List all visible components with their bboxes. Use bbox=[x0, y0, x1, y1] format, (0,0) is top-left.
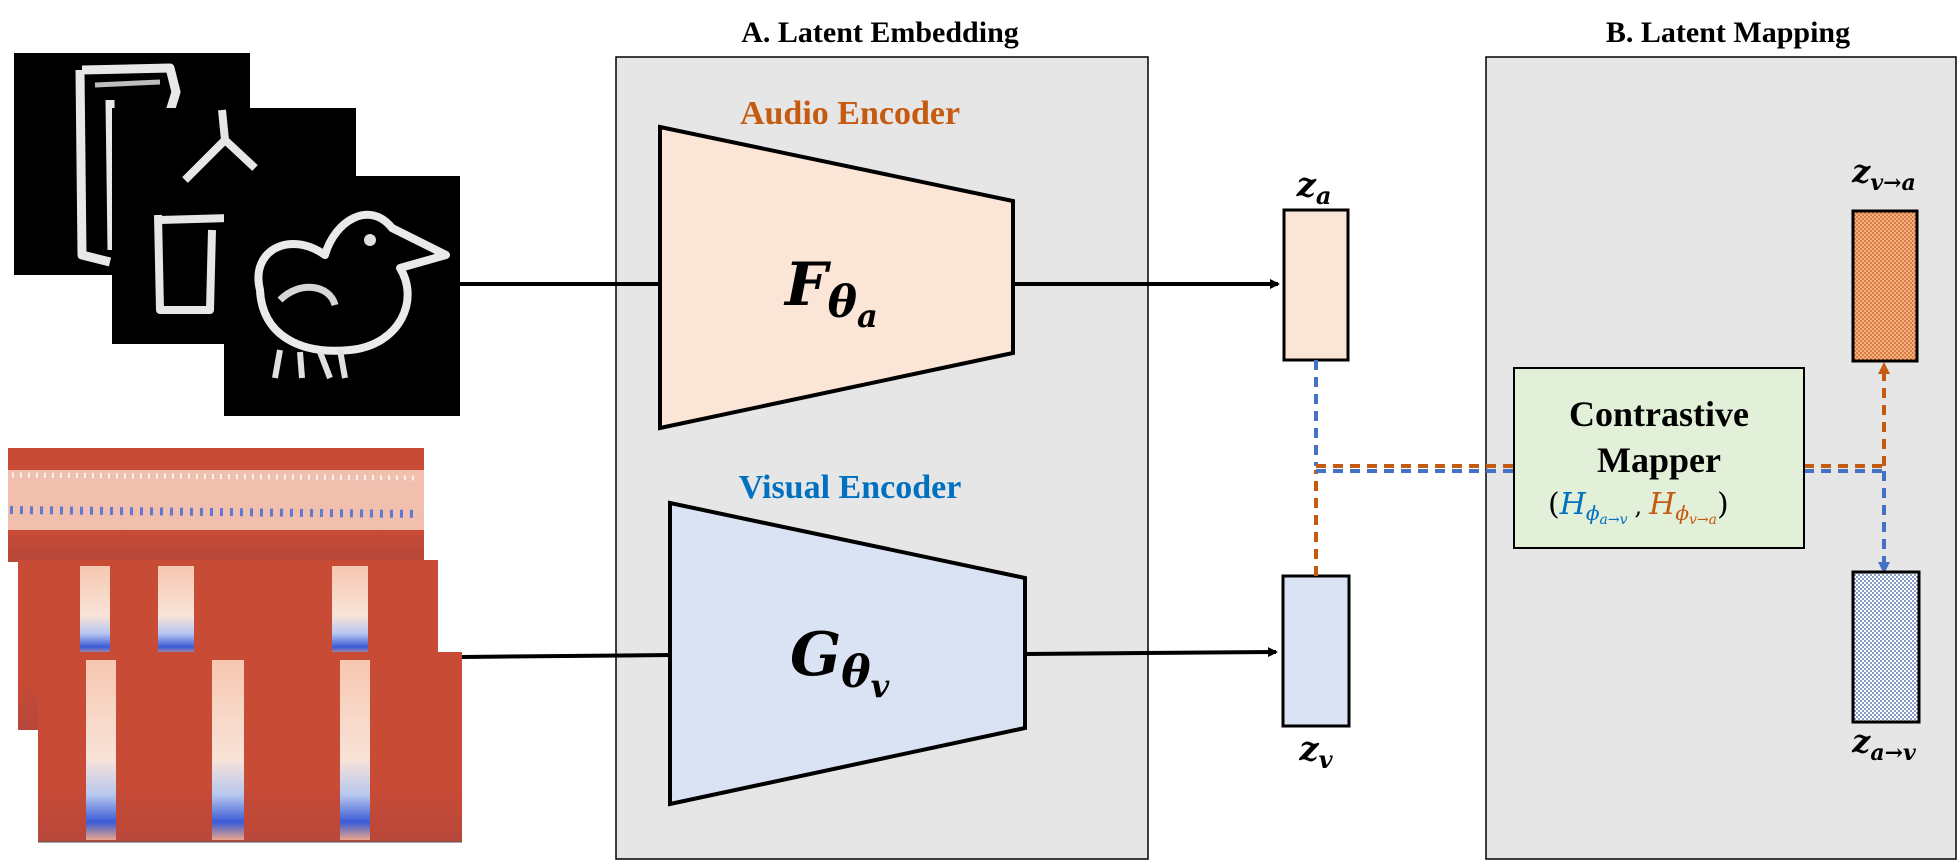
visual-encoder-symbol: Gθv bbox=[790, 620, 890, 705]
zva-label: zv→a bbox=[1851, 152, 1916, 196]
latent-mapping-title: B. Latent Mapping bbox=[1606, 16, 1850, 49]
spectrogram-to-visual-encoder-line bbox=[461, 653, 671, 659]
visual-encoder-label: Visual Encoder bbox=[739, 469, 962, 506]
zv-label: zv bbox=[1298, 729, 1333, 774]
zav-label: za→v bbox=[1851, 722, 1916, 766]
contrastive-mapper-box bbox=[1513, 367, 1805, 549]
mapper-functions: (Hϕa→v , Hϕv→a) bbox=[1548, 487, 1729, 528]
mapper-title-line2: Mapper bbox=[1597, 440, 1721, 480]
dashed-connectors bbox=[1314, 360, 1890, 576]
spectrogram-image-3 bbox=[38, 652, 462, 843]
za-label: za bbox=[1296, 165, 1332, 210]
zva-latent-vector bbox=[1851, 209, 1919, 363]
za-latent-vector bbox=[1282, 208, 1350, 362]
spectrogram-image-1 bbox=[8, 448, 424, 562]
visual-encoder-output-arrow bbox=[1024, 647, 1278, 658]
visual-encoder-trapezoid bbox=[668, 500, 1027, 807]
mapper-title-line1: Contrastive bbox=[1569, 394, 1749, 434]
audio-encoder-label: Audio Encoder bbox=[740, 95, 960, 132]
latent-embedding-title: A. Latent Embedding bbox=[741, 16, 1019, 49]
zv-latent-vector bbox=[1281, 574, 1351, 728]
sketch-image-3 bbox=[224, 176, 460, 416]
sketch-image-stack bbox=[14, 53, 460, 416]
spectrogram-image-stack bbox=[8, 448, 462, 843]
audio-encoder-symbol: Fθa bbox=[783, 250, 878, 335]
audio-encoder-trapezoid bbox=[658, 124, 1015, 431]
zav-latent-vector bbox=[1851, 570, 1921, 724]
